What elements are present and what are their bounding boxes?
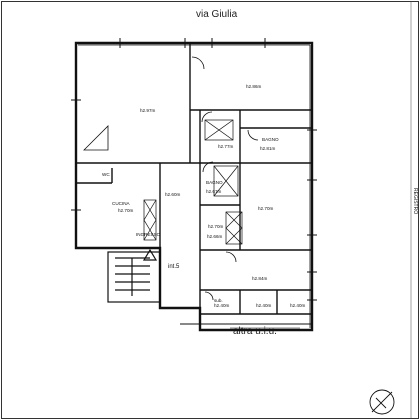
door-swings: [83, 56, 259, 301]
room-name-label: sub.: [214, 298, 223, 303]
room-height-label: h2.60m: [165, 192, 180, 197]
room-height-label: h2.70m: [258, 206, 273, 211]
outer-walls: [74, 41, 314, 332]
room-height-label: h2.40m: [256, 303, 271, 308]
room-height-label: h2.40m: [214, 303, 229, 308]
room-height-label: h2.97m: [140, 108, 155, 113]
room-height-label: h2.81m: [260, 146, 275, 151]
room-height-label: h2.70m: [208, 224, 223, 229]
staircase: [107, 248, 161, 303]
room-height-label: h2.67m: [206, 189, 221, 194]
room-name-label: INGRESSO: [136, 232, 161, 237]
room-height-label: h2.77m: [218, 144, 233, 149]
room-labels: h2.97m h2.86m BAGNO h2.81m h2.77m h2.60m…: [102, 84, 305, 308]
room-height-label: h2.84m: [252, 276, 267, 281]
street-label-top: via Giulia: [196, 9, 238, 20]
window-marks: [71, 38, 317, 301]
room-height-label: h2.70m: [118, 208, 133, 213]
fixtures: [143, 119, 243, 245]
stair-label: int.5: [168, 264, 180, 270]
interior-walls: [76, 43, 312, 315]
side-code: REGISTRO: [412, 188, 418, 214]
room-height-label: h2.40m: [290, 303, 305, 308]
room-name-label: CUCINA: [112, 201, 131, 206]
north-arrow-icon: [369, 389, 395, 415]
room-name-label: WC: [102, 172, 110, 177]
room-name-label: BAGNO: [262, 137, 279, 142]
street-label-bottom: altra u.i.u.: [233, 326, 277, 337]
room-height-label: h2.66m: [207, 234, 222, 239]
room-name-label: BAGNO: [206, 180, 223, 185]
room-height-label: h2.86m: [246, 84, 261, 89]
